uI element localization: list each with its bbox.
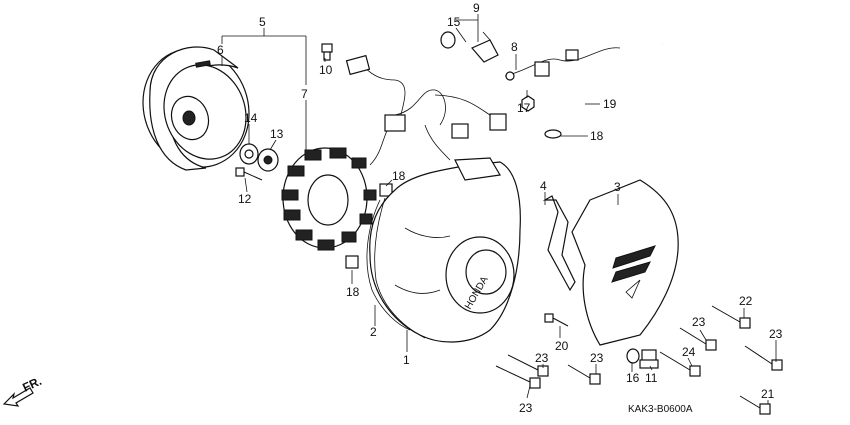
callout-13: 13	[270, 127, 284, 141]
callout-8: 8	[511, 40, 518, 54]
bolt-small	[321, 43, 333, 61]
callout-10: 10	[319, 63, 333, 77]
callout-11: 11	[645, 371, 658, 385]
stator	[281, 119, 396, 251]
callout-23b: 23	[692, 315, 706, 329]
flange-nut	[257, 148, 279, 172]
callout-19: 18	[590, 129, 604, 143]
callout-3: 3	[614, 180, 621, 194]
callout-24a: 23	[535, 351, 549, 365]
callout-22: 21	[761, 387, 775, 401]
cover-bolts	[495, 305, 783, 415]
callout-17: 17	[517, 101, 531, 115]
front-direction-arrow: FR.	[2, 374, 44, 407]
wire-harness	[345, 54, 507, 161]
sensor-wire	[504, 47, 621, 112]
callout-23e: 23	[519, 401, 533, 415]
crankcase-cover: HONDA	[369, 157, 521, 343]
callout-18b: 18	[346, 285, 360, 299]
breather-tube	[564, 42, 664, 161]
callout-24b: 24	[682, 345, 696, 359]
front-label: FR.	[20, 374, 43, 395]
plug-cap	[626, 348, 659, 369]
callout-23a: 22	[739, 294, 753, 308]
callout-15: 15	[447, 15, 461, 29]
diagram-code: KAK3-B0600A	[628, 404, 693, 415]
callout-labels: 5 6 7 10 9 15 8 17 19 18 14 13 12 18 18 …	[217, 1, 783, 415]
callout-23c: 23	[769, 327, 783, 341]
neutral-switch	[440, 31, 499, 63]
callout-20: 19	[603, 97, 617, 111]
bolt	[235, 167, 263, 181]
callout-2: 2	[370, 325, 377, 339]
dowel-pin	[345, 183, 393, 269]
washer	[239, 143, 259, 165]
callout-12: 12	[238, 192, 252, 206]
callout-1: 1	[403, 353, 410, 367]
callout-18a: 18	[392, 169, 406, 183]
gasket	[366, 199, 411, 331]
sprocket-cover	[571, 179, 679, 346]
callout-5: 5	[259, 15, 266, 29]
cover-bracket	[542, 195, 576, 292]
callout-16: 16	[626, 371, 640, 385]
callout-6: 6	[217, 43, 224, 57]
callout-7: 7	[301, 87, 308, 101]
callout-14: 14	[244, 111, 258, 125]
flywheel	[142, 46, 250, 171]
callout-4: 4	[540, 179, 547, 193]
callout-9: 9	[473, 1, 480, 15]
callout-23d: 23	[590, 351, 604, 365]
leader-lines	[221, 14, 777, 404]
tube-clip	[544, 129, 562, 139]
callout-21: 20	[555, 339, 569, 353]
